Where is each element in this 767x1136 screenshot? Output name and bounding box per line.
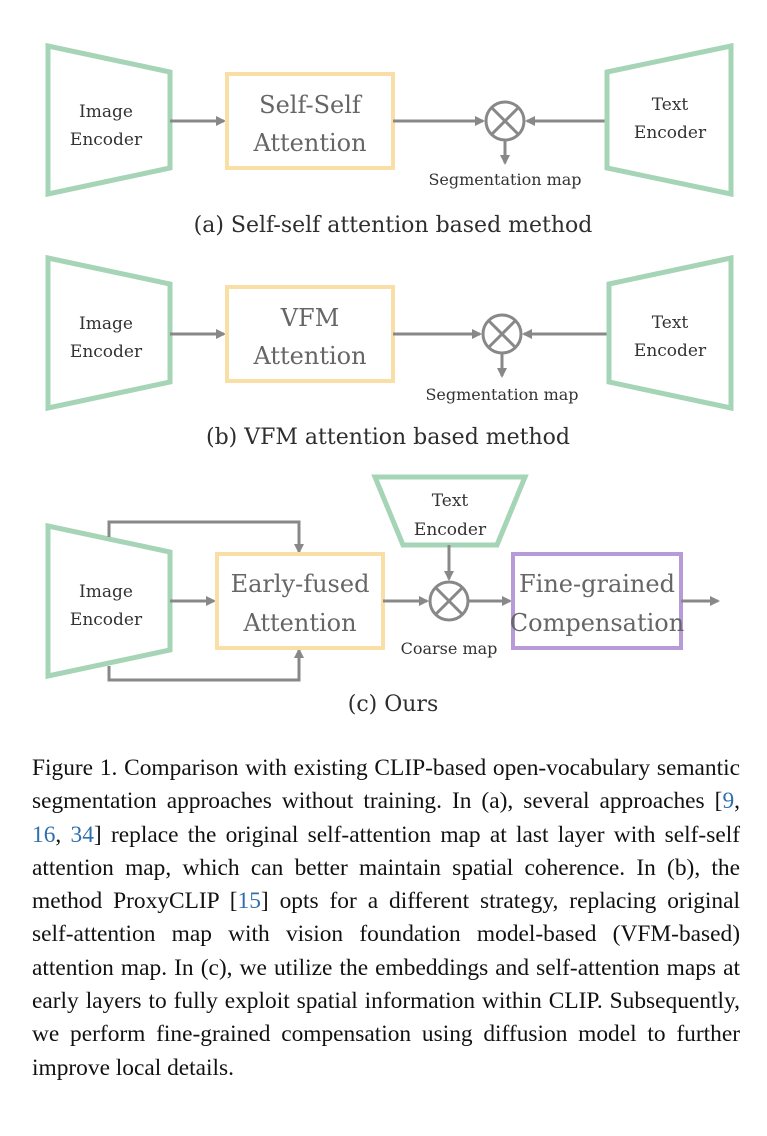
text-encoder-label: Encoder [634,341,707,361]
panel-b: Image Encoder VFM Attention Text Encoder… [45,254,734,450]
text-encoder-label: Text [652,313,689,333]
skip-connection-arrow [107,648,304,682]
figure-caption: Figure 1. Comparison with existing CLIP-… [32,752,740,1085]
image-encoder-label: Image [79,314,133,334]
attention-label: Self-Self [259,91,363,119]
panel-c: Image Encoder Early-fused Attention Text… [45,474,720,717]
caption-text: ] replace the original self-attention ma… [32,821,740,915]
citation-link[interactable]: 34 [70,821,94,848]
panel-a: Image Encoder Self-Self Attention Text E… [45,42,734,238]
text-encoder-label: Text [652,95,689,115]
image-encoder-label: Encoder [70,342,143,362]
caption-text: ] opts for a different strategy, replaci… [32,888,740,1081]
attention-label: Attention [242,609,356,637]
multiply-operator-icon [484,100,526,142]
output-label: Segmentation map [425,385,578,404]
caption-text: , [55,821,71,848]
text-encoder-label: Text [432,491,469,511]
caption-text: Figure 1. Comparison with existing CLIP-… [32,755,740,815]
text-encoder-trapezoid [604,42,734,198]
caption-text: , [734,788,740,815]
text-encoder-trapezoid [371,474,529,548]
skip-connection-arrow [107,520,304,554]
citation-link[interactable]: 9 [722,788,735,815]
image-encoder-trapezoid [45,254,173,412]
image-encoder-label: Encoder [70,610,143,630]
text-encoder-trapezoid [606,254,734,412]
text-encoder-label: Encoder [414,520,487,540]
method-comparison-figure: Image Encoder Self-Self Attention Text E… [45,42,734,717]
attention-label: Early-fused [231,570,370,598]
compensation-label: Compensation [510,609,684,637]
citation-link[interactable]: 15 [237,888,261,915]
text-encoder-label: Encoder [634,123,707,143]
multiply-operator-icon [428,580,470,622]
output-label: Segmentation map [428,170,581,189]
compensation-label: Fine-grained [519,570,675,598]
image-encoder-trapezoid [45,522,173,680]
attention-label: VFM [280,304,340,332]
attention-label: Attention [252,129,366,157]
subcaption: (a) Self-self attention based method [194,213,593,238]
multiply-operator-icon [481,313,523,355]
attention-label: Attention [252,342,366,370]
subcaption: (c) Ours [348,692,439,717]
image-encoder-label: Encoder [70,130,143,150]
citation-link[interactable]: 16 [32,821,56,848]
subcaption: (b) VFM attention based method [206,425,570,450]
image-encoder-label: Image [79,582,133,602]
image-encoder-trapezoid [45,42,173,198]
image-encoder-label: Image [79,102,133,122]
output-label: Coarse map [401,639,498,658]
